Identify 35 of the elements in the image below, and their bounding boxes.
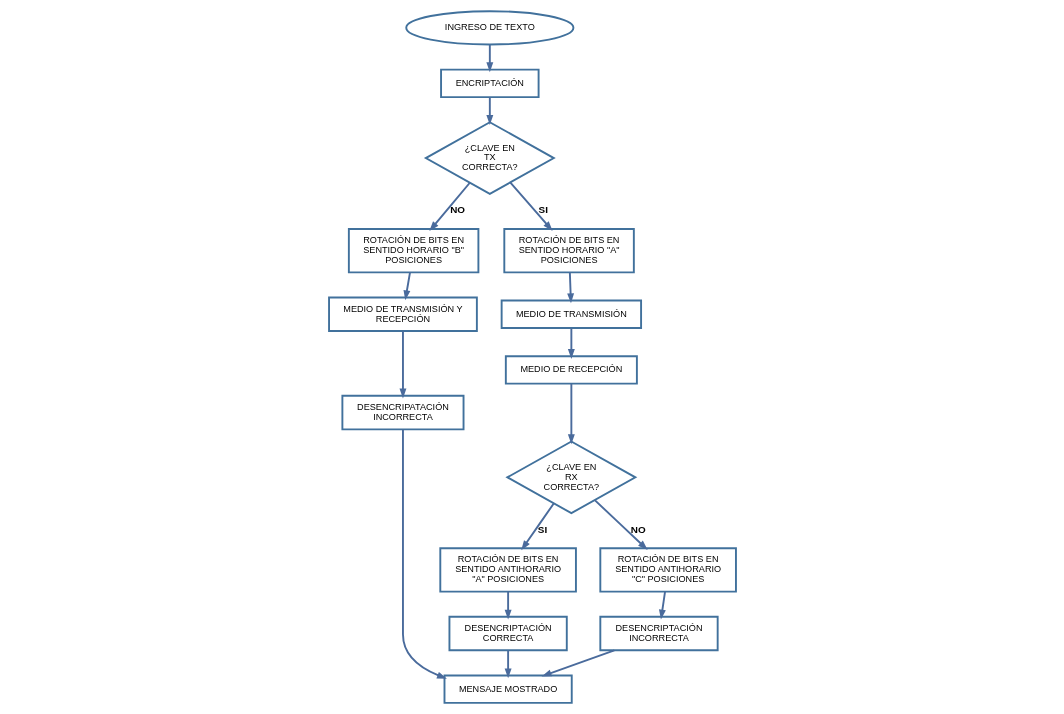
edge-label: SI — [538, 204, 548, 216]
node-box: MEDIO DE TRANSMISIÓN Y RECEPCIÓN — [327, 296, 478, 332]
arrow — [541, 649, 615, 677]
arrow — [658, 590, 666, 620]
arrow — [566, 271, 574, 304]
arrow — [567, 382, 575, 445]
edge-label: NO — [630, 523, 646, 535]
node-box: ROTACIÓN DE BITS EN SENTIDO ANTIHORARIO "A" POSICIONES — [438, 547, 577, 593]
arrow — [485, 43, 493, 73]
node-ellipse: INGRESO DE TEXTO — [404, 10, 574, 46]
arrow — [485, 96, 493, 125]
edge-label: NO — [449, 204, 465, 216]
node-box: DESENCRIPTACIÓN CORRECTA — [448, 615, 568, 652]
node-box: MEDIO DE TRANSMISIÓN — [500, 299, 642, 329]
arrow — [504, 649, 512, 679]
arrow — [509, 181, 553, 231]
arrow — [593, 499, 648, 550]
node-box: MENSAJE MOSTRADO — [443, 674, 573, 704]
node-box: DESENCRIPTACIÓN INCORRECTA — [598, 615, 719, 652]
node-box: ROTACIÓN DE BITS EN SENTIDO ANTIHORARIO "C" POSICIONES — [598, 547, 737, 593]
arrow — [504, 590, 512, 620]
arrow — [428, 181, 471, 232]
arrow — [520, 502, 555, 551]
node-box: ROTACIÓN DE BITS EN SENTIDO HORARIO "B" POSICIONES — [347, 227, 479, 274]
node-box: ROTACIÓN DE BITS EN SENTIDO HORARIO "A" POSICIONES — [502, 227, 635, 274]
node-box: MEDIO DE RECEPCIÓN — [504, 355, 638, 385]
arrow — [403, 271, 411, 301]
node-box: DESENCRIPATACIÓN INCORRECTA — [340, 394, 464, 431]
arrow — [401, 428, 447, 679]
arrow — [567, 327, 575, 360]
arrow — [399, 330, 406, 399]
node-diamond: ¿CLAVE EN TX CORRECTA? — [423, 121, 556, 195]
node-box: ENCRIPTACIÓN — [439, 68, 540, 99]
edge-label: SI — [537, 523, 547, 535]
node-diamond: ¿CLAVE EN RX CORRECTA? — [504, 440, 637, 515]
